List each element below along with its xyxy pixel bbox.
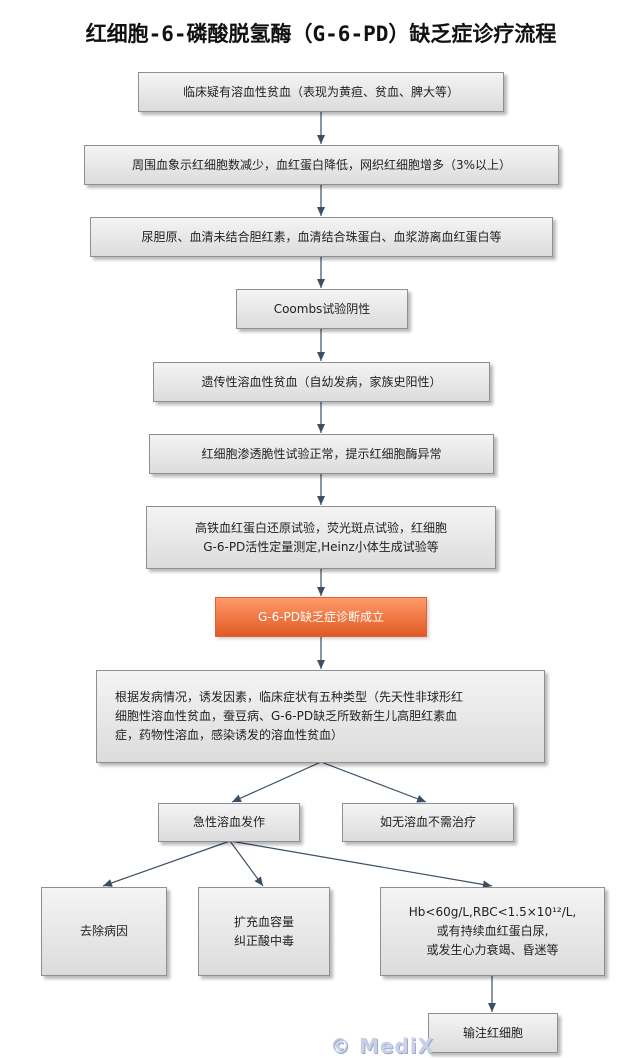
step-osmotic-fragility: 红细胞渗透脆性试验正常，提示红细胞酶异常: [149, 434, 494, 474]
watermark: © MediX: [330, 1034, 435, 1058]
chart-title: 红细胞-6-磷酸脱氢酶（G-6-PD）缺乏症诊疗流程: [85, 22, 557, 46]
arrow-b1-t2: [229, 840, 264, 887]
branch-acute-hemolysis: 急性溶血发作: [158, 803, 300, 842]
arrow-s9-b1: [231, 761, 322, 803]
arrow-b1-t3: [229, 840, 493, 889]
step-coombs-negative: Coombs试验阴性: [236, 289, 408, 329]
arrow-s9-b2: [320, 761, 427, 803]
branch-no-treatment: 如无溶血不需治疗: [342, 803, 514, 842]
treatment-expand-volume: 扩充血容量 纠正酸中毒: [198, 887, 330, 976]
step-hereditary-hemolytic-anemia: 遗传性溶血性贫血（自幼发病，家族史阳性）: [153, 362, 490, 402]
arrow-b1-t1: [102, 840, 231, 887]
step-urine-serum-tests: 尿胆原、血清未结合胆红素，血清结合珠蛋白、血浆游离血红蛋白等: [90, 217, 553, 257]
step-five-clinical-types: 根据发病情况，诱发因素，临床症状有五种类型（先天性非球形红 细胞性溶血性贫血，蚕…: [96, 670, 545, 763]
step-peripheral-blood: 周围血象示红细胞数减少，血红蛋白降低，网织红细胞增多（3%以上）: [84, 145, 559, 185]
step-g6pd-tests: 高铁血红蛋白还原试验，荧光斑点试验，红细胞 G-6-PD活性定量测定,Heinz…: [146, 506, 496, 569]
step-diagnosis-confirmed: G-6-PD缺乏症诊断成立: [215, 597, 427, 637]
treatment-remove-cause: 去除病因: [41, 887, 167, 976]
step-suspected-hemolytic-anemia: 临床疑有溶血性贫血（表现为黄疸、贫血、脾大等）: [138, 72, 504, 112]
treatment-red-cell-transfusion: 输注红细胞: [428, 1013, 558, 1053]
treatment-transfusion-criteria: Hb<60g/L,RBC<1.5×10¹²/L, 或有持续血红蛋白尿, 或发生心…: [380, 887, 605, 976]
